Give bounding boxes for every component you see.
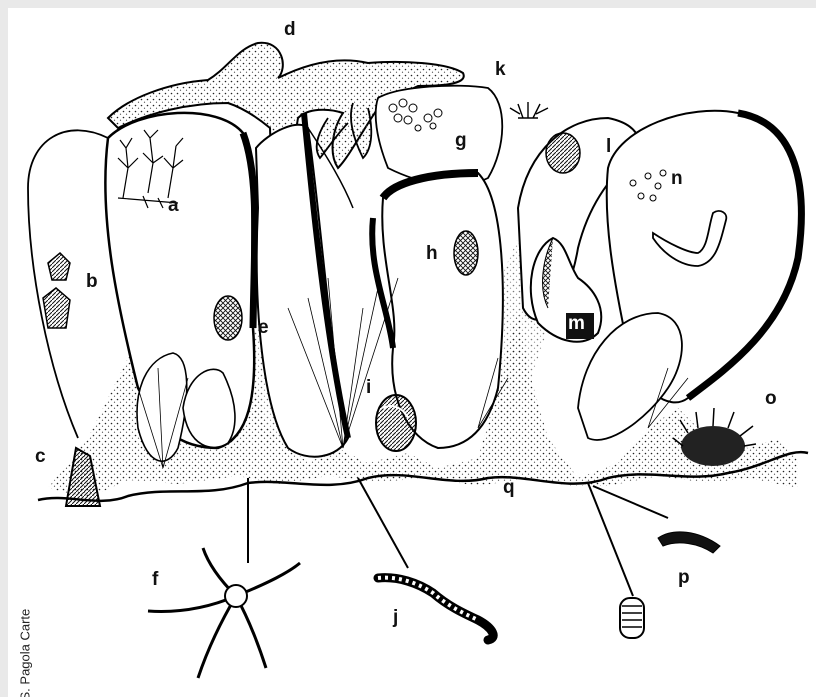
pointer-j [358, 478, 408, 568]
mussel-i [376, 395, 416, 451]
sponge-l [546, 133, 580, 173]
label-o: o [765, 389, 777, 408]
label-j: j [393, 608, 398, 627]
isopod [620, 598, 644, 638]
illustration-panel: a b c d e f g h i j k l m n o p q S. Pag… [8, 8, 816, 697]
sac-g [376, 86, 503, 186]
label-l: l [606, 137, 611, 156]
label-p: p [678, 568, 690, 587]
label-m: m [568, 314, 585, 333]
label-a: a [168, 196, 179, 215]
label-e: e [258, 318, 269, 337]
label-q: q [503, 478, 515, 497]
label-c: c [35, 447, 46, 466]
label-g: g [455, 131, 467, 150]
anemone-k [510, 102, 548, 118]
label-h: h [426, 244, 438, 263]
pointer-p [593, 486, 668, 518]
organism-drawing [8, 8, 816, 697]
amphipod-p [658, 532, 720, 553]
barnacle-b1 [48, 253, 70, 280]
photo-credit: S. Pagola Carte [18, 551, 33, 697]
brittle-star-f [148, 548, 300, 678]
label-n: n [671, 169, 683, 188]
label-k: k [495, 60, 506, 79]
label-f: f [152, 570, 158, 589]
label-d: d [284, 20, 296, 39]
sponge-h [454, 231, 478, 275]
barnacle-b2 [43, 288, 70, 328]
sponge-e [214, 296, 242, 340]
label-b: b [86, 272, 98, 291]
label-i: i [366, 378, 371, 397]
